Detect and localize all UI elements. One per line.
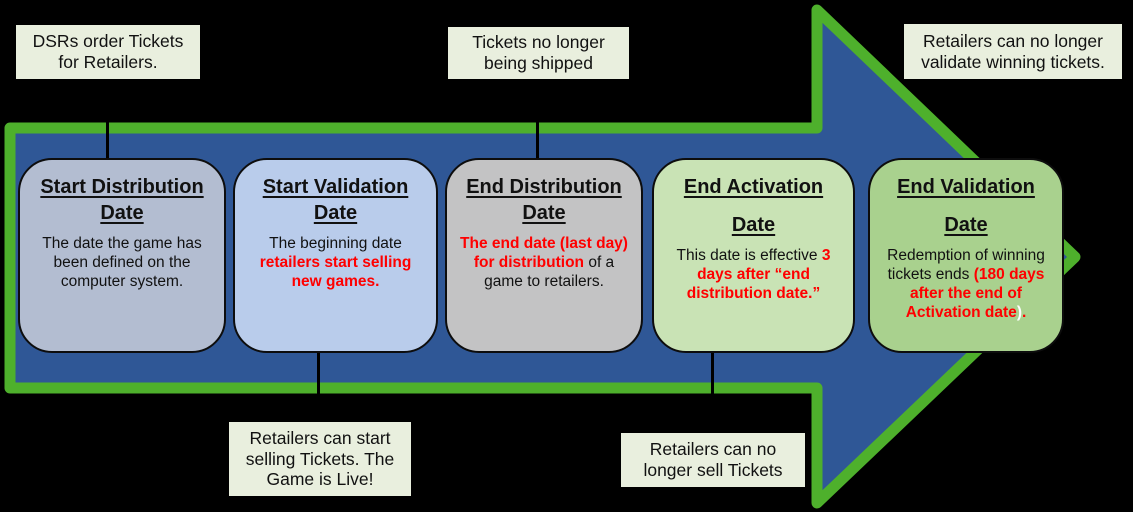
box-body: This date is effective 3 days after “end… [676,247,831,302]
callout-tickets-no-longer-shipped: Tickets no longer being shipped [447,26,630,80]
box-title: End Distribution Date [466,176,622,224]
box-body: The end date (last day) for distribution… [460,235,628,290]
box-title: Start Validation Date [262,176,409,224]
box-end-activation-date: End Activation Date This date is effecti… [652,158,855,353]
connector-end-activation-to-no-sell [711,352,714,433]
box-title2: Date [731,214,776,236]
box-title: Start Distribution Date [40,176,204,224]
box-title: End Activation [683,176,824,198]
connector-shipped-to-end-distribution [536,80,539,160]
callout-text: Retailers can no longer validate winning… [921,30,1105,72]
box-title2: Date [944,214,988,236]
box-start-distribution-date: Start Distribution Date The date the gam… [18,158,226,353]
connector-dsrs-to-start-distribution [106,80,109,160]
box-start-validation-date: Start Validation Date The beginning date… [233,158,438,353]
callout-retailers-cannot-validate: Retailers can no longer validate winning… [903,23,1123,80]
callout-text: Retailers can start selling Tickets. The… [245,428,395,490]
callout-text: DSRs order Tickets for Retailers. [32,31,184,72]
callout-text: Tickets no longer being shipped [472,32,605,73]
callout-dsrs-order-tickets: DSRs order Tickets for Retailers. [15,24,201,80]
box-body: Redemption of winning tickets ends (180 … [887,247,1045,321]
callout-retailers-start-selling: Retailers can start selling Tickets. The… [228,421,412,497]
box-title: End Validation [897,176,1035,198]
box-end-distribution-date: End Distribution Date The end date (last… [445,158,643,353]
box-end-validation-date: End Validation Date Redemption of winnin… [868,158,1064,353]
box-body: The date the game has been defined on th… [42,235,202,290]
callout-text: Retailers can no longer sell Tickets [643,439,783,480]
box-body: The beginning date retailers start selli… [259,235,412,290]
callout-retailers-cannot-sell: Retailers can no longer sell Tickets [620,432,806,488]
connector-start-validation-to-selling [317,352,320,422]
